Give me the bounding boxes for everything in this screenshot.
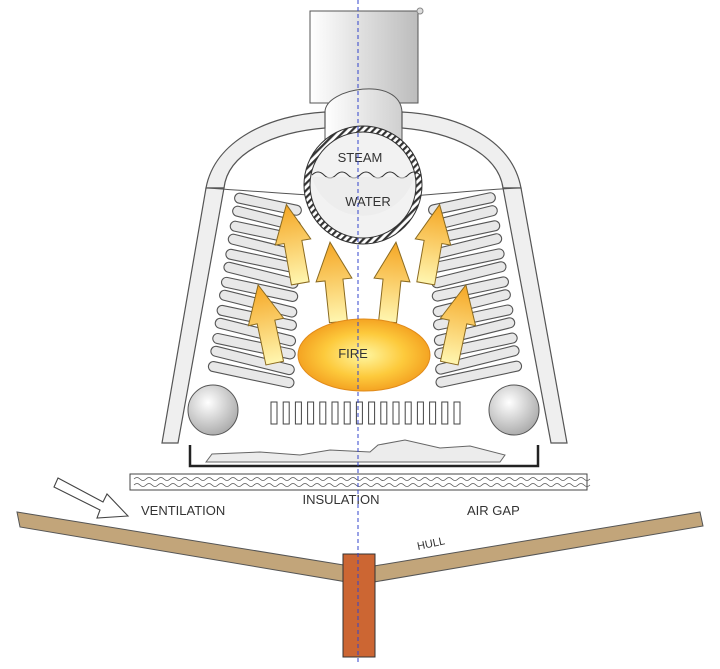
chimney-rivet xyxy=(416,7,424,15)
mud-drum-left xyxy=(187,384,239,436)
mud-drum-right xyxy=(488,384,540,436)
ventilation-arrow-icon xyxy=(53,477,130,519)
water-tube xyxy=(428,192,496,216)
water-tube xyxy=(431,276,509,302)
insulation-wave xyxy=(133,477,591,481)
heat-arrow-5 xyxy=(407,200,458,287)
water-fill xyxy=(312,177,414,216)
water-tube xyxy=(207,361,295,389)
ash-pile xyxy=(205,439,506,463)
keel xyxy=(342,553,376,658)
grate-bar xyxy=(416,401,424,425)
grate-bar xyxy=(319,401,327,425)
grate-bar xyxy=(441,401,449,425)
grate-bar xyxy=(429,401,437,425)
fire-grate xyxy=(270,401,461,425)
water-tube xyxy=(223,261,299,289)
air-gap-label: AIR GAP xyxy=(467,503,520,518)
grate-bar xyxy=(343,401,351,425)
grate-bar xyxy=(355,401,363,425)
grate-bar xyxy=(270,401,278,425)
grate-bar xyxy=(294,401,302,425)
fire xyxy=(297,318,431,392)
grate-bar xyxy=(380,401,388,425)
insulation-wave xyxy=(133,483,591,487)
heat-arrow-4 xyxy=(369,239,415,325)
grate-bar xyxy=(392,401,400,425)
grate-bar xyxy=(307,401,315,425)
grate-bar xyxy=(368,401,376,425)
hull-left xyxy=(16,511,351,583)
steam-label: STEAM xyxy=(338,150,383,165)
grate-bar xyxy=(453,401,461,425)
water-label: WATER xyxy=(345,194,391,209)
insulation-texture xyxy=(133,477,591,487)
grate-bar xyxy=(282,401,290,425)
chimney xyxy=(309,10,419,104)
ventilation-label: VENTILATION xyxy=(141,503,225,518)
hull-label: HULL xyxy=(416,535,446,553)
water-tube xyxy=(435,345,520,375)
water-tube xyxy=(210,345,295,376)
heat-arrow-3 xyxy=(311,239,357,325)
insulation-label: INSULATION xyxy=(302,492,379,507)
grate-bar xyxy=(404,401,412,425)
fire-label: FIRE xyxy=(338,346,368,361)
grate-bar xyxy=(331,401,339,425)
boiler-casing-left-wall xyxy=(161,187,225,444)
water-tube xyxy=(435,360,523,388)
ash-pan xyxy=(188,445,540,468)
